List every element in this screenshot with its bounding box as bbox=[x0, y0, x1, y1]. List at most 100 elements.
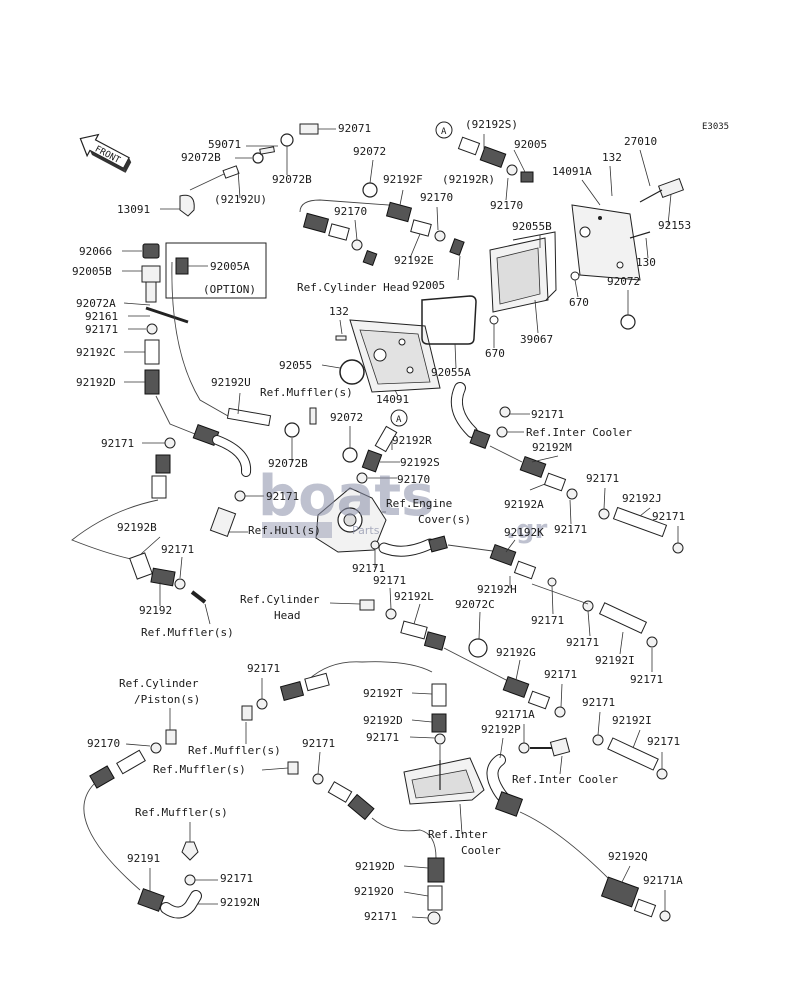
part-label: 92192D bbox=[76, 376, 116, 389]
part-label: 92171 bbox=[582, 696, 615, 709]
part-label: 132 bbox=[329, 305, 349, 318]
part-label: 92192O bbox=[354, 885, 394, 898]
part-label: 92192Q bbox=[608, 850, 648, 863]
part-label: 92192A bbox=[504, 498, 544, 511]
watermark: boats .gr Parts bbox=[258, 464, 547, 545]
part-label: 92171A bbox=[495, 708, 535, 721]
left-column-parts bbox=[71, 243, 317, 625]
part-label: 92171A bbox=[643, 874, 683, 887]
part-label: 92072 bbox=[330, 411, 363, 424]
part-label: 92071 bbox=[338, 122, 371, 135]
front-arrow-icon: FRONT bbox=[79, 133, 132, 173]
part-label: 92170 bbox=[420, 191, 453, 204]
part-label: Ref.Cylinder bbox=[119, 677, 199, 690]
part-number-labels: 590719207192072B92072B(92192U)1309192072… bbox=[72, 118, 691, 923]
part-label: 92055 bbox=[279, 359, 312, 372]
part-label: 92072C bbox=[455, 598, 495, 611]
part-label: 92005A bbox=[210, 260, 250, 273]
part-label: 670 bbox=[485, 347, 505, 360]
part-label: Ref.Cylinder Head bbox=[297, 281, 410, 294]
part-label: Ref.Hull(s) bbox=[248, 524, 321, 537]
part-label: 92171 bbox=[85, 323, 118, 336]
part-label: 92171 bbox=[544, 668, 577, 681]
part-label: 92192S bbox=[400, 456, 440, 469]
part-label: 92191 bbox=[127, 852, 160, 865]
part-label: 13091 bbox=[117, 203, 150, 216]
part-label: 92192J bbox=[622, 492, 662, 505]
part-label: 92192K bbox=[504, 526, 544, 539]
top-parts bbox=[160, 123, 685, 348]
part-label: 92171 bbox=[652, 510, 685, 523]
part-label: Ref.Inter bbox=[428, 828, 488, 841]
part-label: 92005 bbox=[412, 279, 445, 292]
part-label: 92161 bbox=[85, 310, 118, 323]
part-label: 92170 bbox=[87, 737, 120, 750]
right-parts bbox=[451, 382, 684, 922]
part-label: 92192D bbox=[355, 860, 395, 873]
part-label: Ref.Muffler(s) bbox=[153, 763, 246, 776]
part-label: 92192M bbox=[532, 441, 572, 454]
part-label: 92170 bbox=[397, 473, 430, 486]
part-label: Cover(s) bbox=[418, 513, 471, 526]
part-label: 92072B bbox=[268, 457, 308, 470]
option-label: (OPTION) bbox=[203, 283, 256, 296]
part-label: 92055A bbox=[431, 366, 471, 379]
part-label: 92192G bbox=[496, 646, 536, 659]
part-label: 92171 bbox=[373, 574, 406, 587]
part-label: 92171 bbox=[566, 636, 599, 649]
part-label: 92192U bbox=[211, 376, 251, 389]
part-label: 92192P bbox=[481, 723, 521, 736]
part-label: 92192F bbox=[383, 173, 423, 186]
part-label: 92072B bbox=[181, 151, 221, 164]
watermark-sub: Parts bbox=[352, 524, 380, 537]
part-label: 92153 bbox=[658, 219, 691, 232]
part-label: 92171 bbox=[366, 731, 399, 744]
part-label: 39067 bbox=[520, 333, 553, 346]
part-label: 92192L bbox=[394, 590, 434, 603]
part-label: 92192I bbox=[595, 654, 635, 667]
part-label: 92072B bbox=[272, 173, 312, 186]
part-label: 92192H bbox=[477, 583, 517, 596]
part-label: 92192R bbox=[392, 434, 432, 447]
part-label: 92171 bbox=[266, 490, 299, 503]
part-label: 92005 bbox=[514, 138, 547, 151]
part-label: (92192S) bbox=[465, 118, 518, 131]
part-label: 92171 bbox=[247, 662, 280, 675]
part-label: 92171 bbox=[220, 872, 253, 885]
svg-text:A: A bbox=[396, 415, 402, 425]
part-label: 92171 bbox=[302, 737, 335, 750]
part-label: 92171 bbox=[161, 543, 194, 556]
part-label: 92192C bbox=[76, 346, 116, 359]
part-label: 92170 bbox=[490, 199, 523, 212]
part-label: 92171 bbox=[101, 437, 134, 450]
part-label: Ref.Cylinder bbox=[240, 593, 320, 606]
part-label: 14091 bbox=[376, 393, 409, 406]
part-label: 92171 bbox=[647, 735, 680, 748]
part-label: 92055B bbox=[512, 220, 552, 233]
part-label: /Piston(s) bbox=[134, 693, 200, 706]
part-label: 92170 bbox=[334, 205, 367, 218]
centre-parts bbox=[209, 295, 551, 835]
diagram-code: E3035 bbox=[702, 122, 729, 132]
watermark-main: boats bbox=[258, 464, 434, 529]
part-label: 92171 bbox=[531, 614, 564, 627]
callout-a-top: A bbox=[435, 121, 453, 139]
part-label: 92171 bbox=[352, 562, 385, 575]
option-box: (OPTION) bbox=[165, 242, 267, 299]
part-label: Cooler bbox=[461, 844, 501, 857]
part-label: 92192E bbox=[394, 254, 434, 267]
part-label: Ref.Engine bbox=[386, 497, 452, 510]
part-label: 92171 bbox=[531, 408, 564, 421]
part-label: 92171 bbox=[554, 523, 587, 536]
part-label: 92192 bbox=[139, 604, 172, 617]
part-label: 92192B bbox=[117, 521, 157, 534]
part-label: Head bbox=[274, 609, 301, 622]
part-label: 92171 bbox=[364, 910, 397, 923]
part-label: 92192T bbox=[363, 687, 403, 700]
svg-text:A: A bbox=[441, 127, 447, 137]
part-label: 27010 bbox=[624, 135, 657, 148]
part-label: (92192U) bbox=[214, 193, 267, 206]
part-label: Ref.Muffler(s) bbox=[135, 806, 228, 819]
part-label: Ref.Muffler(s) bbox=[141, 626, 234, 639]
